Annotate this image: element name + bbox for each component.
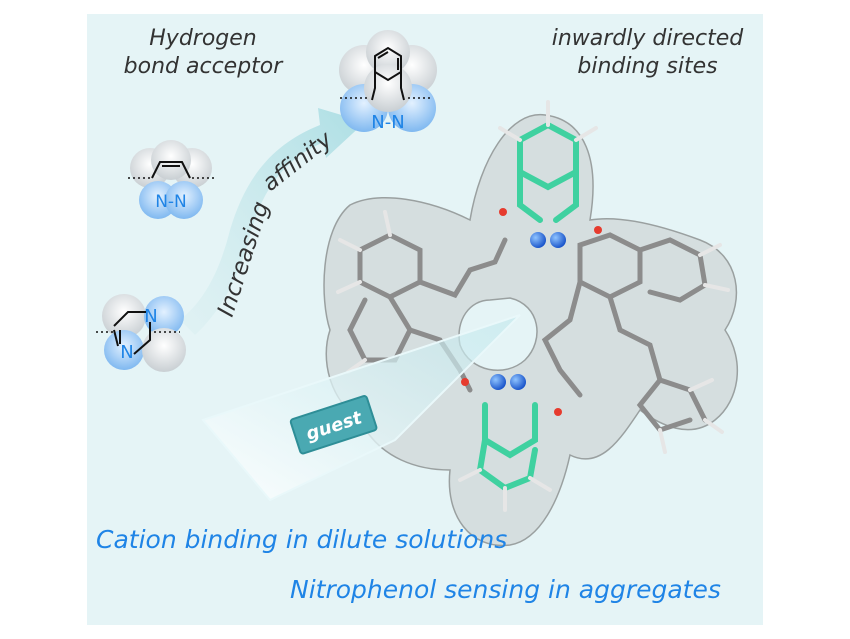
nitrogen-atom bbox=[510, 374, 526, 390]
pyrazine-icon: N N bbox=[96, 294, 186, 372]
oxygen-atom bbox=[554, 408, 562, 416]
guest-box: guest bbox=[289, 395, 378, 455]
pyridazine-icon: N-N bbox=[128, 140, 214, 219]
nitrogen-atom bbox=[530, 232, 546, 248]
affinity-arrow bbox=[180, 108, 365, 335]
oxygen-atom bbox=[594, 226, 602, 234]
pyrazine-nitrogen-bottom: N bbox=[120, 342, 133, 363]
bottom-ring-hydrogens bbox=[458, 468, 552, 512]
hba-line-2: bond acceptor bbox=[123, 54, 283, 79]
nitrophenol-caption: Nitrophenol sensing in aggregates bbox=[290, 575, 721, 604]
oxygen-atom bbox=[461, 378, 469, 386]
binding-sites-label: inwardly directed binding sites bbox=[535, 25, 760, 81]
pyrazine-nitrogen-top: N bbox=[144, 306, 157, 327]
hydrogen-bond-acceptor-label: Hydrogen bond acceptor bbox=[108, 25, 298, 81]
sites-line-2: binding sites bbox=[577, 54, 718, 79]
sites-line-1: inwardly directed bbox=[551, 26, 744, 51]
nitrogen-atom bbox=[550, 232, 566, 248]
cation-binding-caption: Cation binding in dilute solutions bbox=[96, 525, 508, 554]
phthalazine-icon: N-N bbox=[339, 30, 437, 133]
oxygen-atom bbox=[499, 208, 507, 216]
phthalazine-nitrogens: N-N bbox=[371, 112, 404, 133]
hba-line-1: Hydrogen bbox=[149, 26, 257, 51]
nitrogen-atom bbox=[490, 374, 506, 390]
pyridazine-nitrogens: N-N bbox=[155, 192, 187, 212]
top-ring-hydrogens bbox=[498, 100, 598, 142]
